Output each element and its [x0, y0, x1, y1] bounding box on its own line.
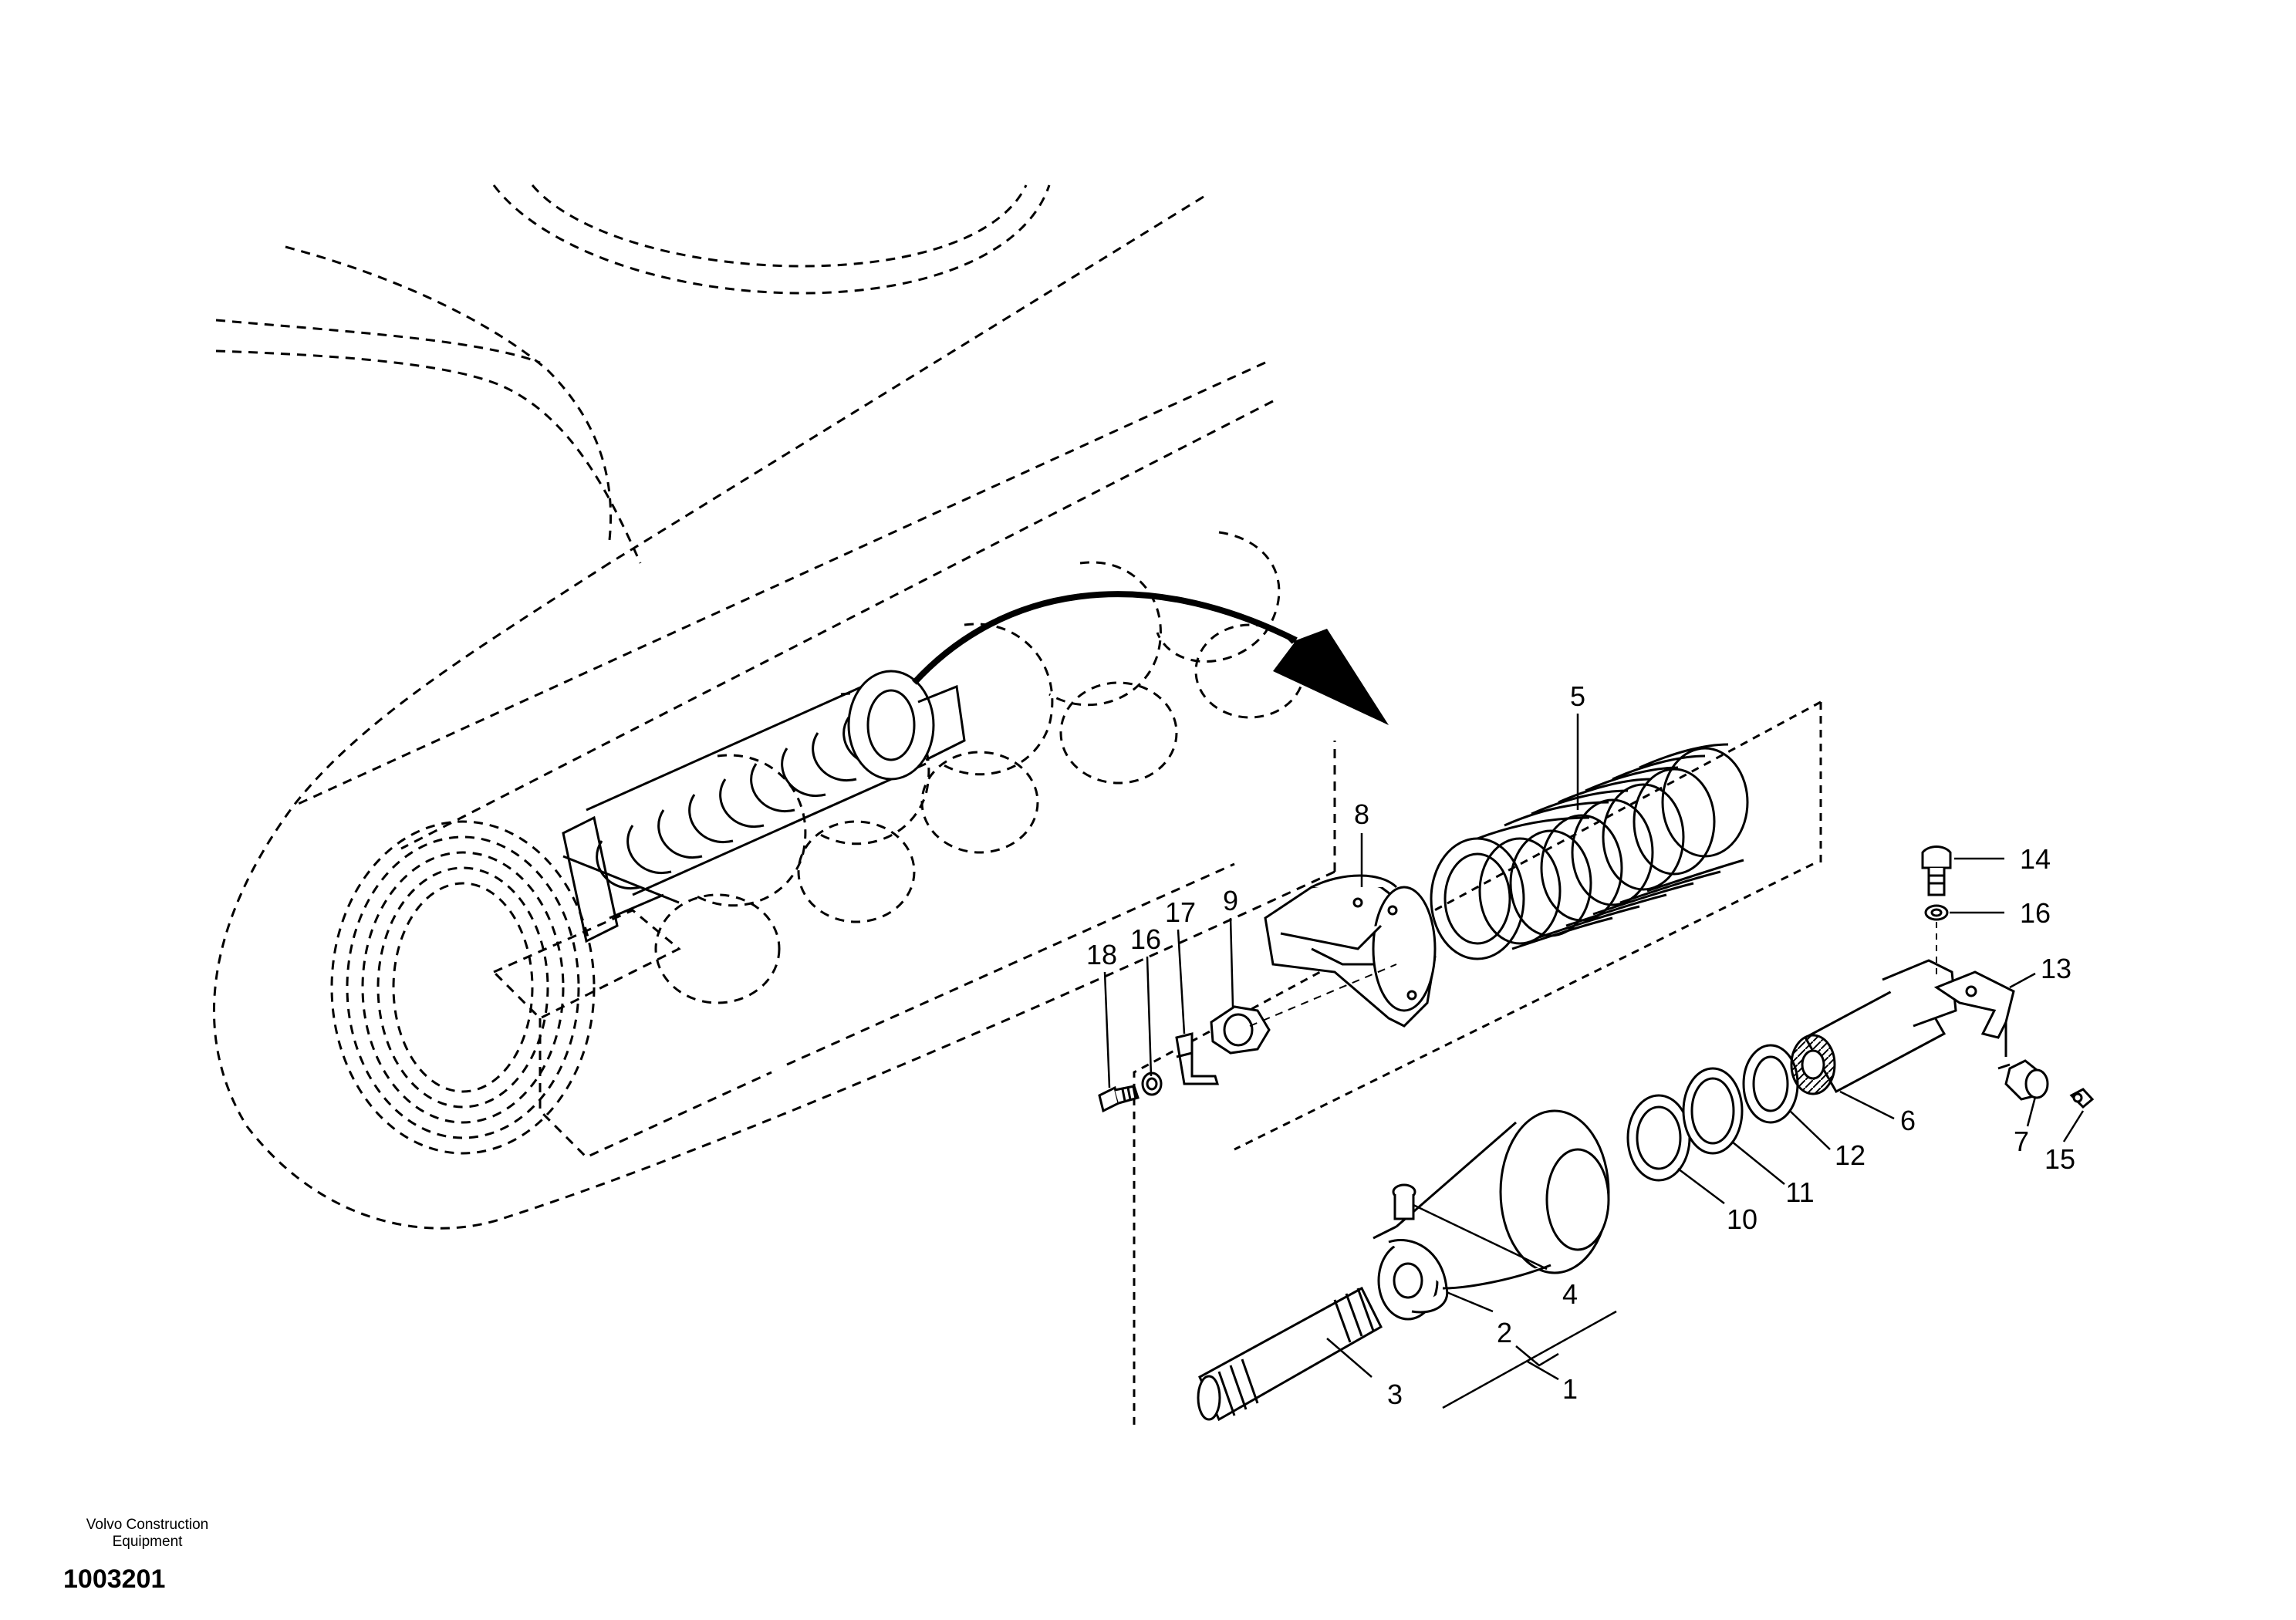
bolt-axis-line: [1249, 964, 1397, 1027]
callout-13: 13: [2041, 953, 2071, 984]
callout-4: 4: [1562, 1278, 1578, 1310]
exploded-view-boundary: [1133, 700, 1822, 1427]
company-name-line-1: Volvo Construction: [86, 1517, 209, 1533]
callout-15: 15: [2044, 1143, 2075, 1175]
grease-valve-part-7: [1997, 1059, 2049, 1101]
callout-2: 2: [1497, 1317, 1512, 1348]
callout-18: 18: [1086, 939, 1117, 970]
right-fastener-group: [1921, 845, 1952, 921]
bracket-part-8: [1264, 874, 1437, 1028]
callout-16-left: 16: [1130, 923, 1161, 955]
callout-6: 6: [1900, 1105, 1916, 1136]
callout-5: 5: [1570, 680, 1585, 712]
installed-recoil-spring: [562, 670, 966, 943]
callout-9: 9: [1223, 885, 1238, 916]
callout-3: 3: [1387, 1379, 1403, 1410]
callout-labels: 5 8 9 17 16 18 14 16 13 6 12 11 10 7 15 …: [1086, 680, 2075, 1410]
callout-16-right: 16: [2020, 897, 2051, 929]
transfer-arrow: [912, 591, 1389, 725]
recoil-spring-part-5: [1430, 743, 1749, 960]
callout-10: 10: [1727, 1203, 1757, 1235]
bracket-part-13: [1933, 970, 2015, 1057]
drawing-number: 1003201: [63, 1564, 166, 1594]
grease-nipple-part-15: [2069, 1088, 2095, 1109]
cylinder-part-2: [1373, 1109, 1610, 1321]
threaded-rod-part-3: [1197, 1286, 1383, 1422]
callout-8: 8: [1354, 798, 1369, 830]
company-name-line-2: Equipment: [112, 1534, 183, 1550]
left-fastener-group: [1098, 1005, 1271, 1113]
callout-7: 7: [2014, 1126, 2029, 1157]
callout-11: 11: [1785, 1176, 1814, 1208]
bolt-part-4: [1392, 1183, 1416, 1220]
callout-14: 14: [2020, 843, 2051, 875]
callout-12: 12: [1835, 1139, 1866, 1171]
callout-17: 17: [1165, 896, 1196, 928]
seal-rings-10-11-12: [1626, 1044, 1799, 1182]
callout-1: 1: [1562, 1373, 1578, 1405]
leader-lines: [1103, 714, 2085, 1409]
piston-part-6: [1790, 959, 1957, 1095]
undercarriage-outline: [212, 184, 1336, 1230]
